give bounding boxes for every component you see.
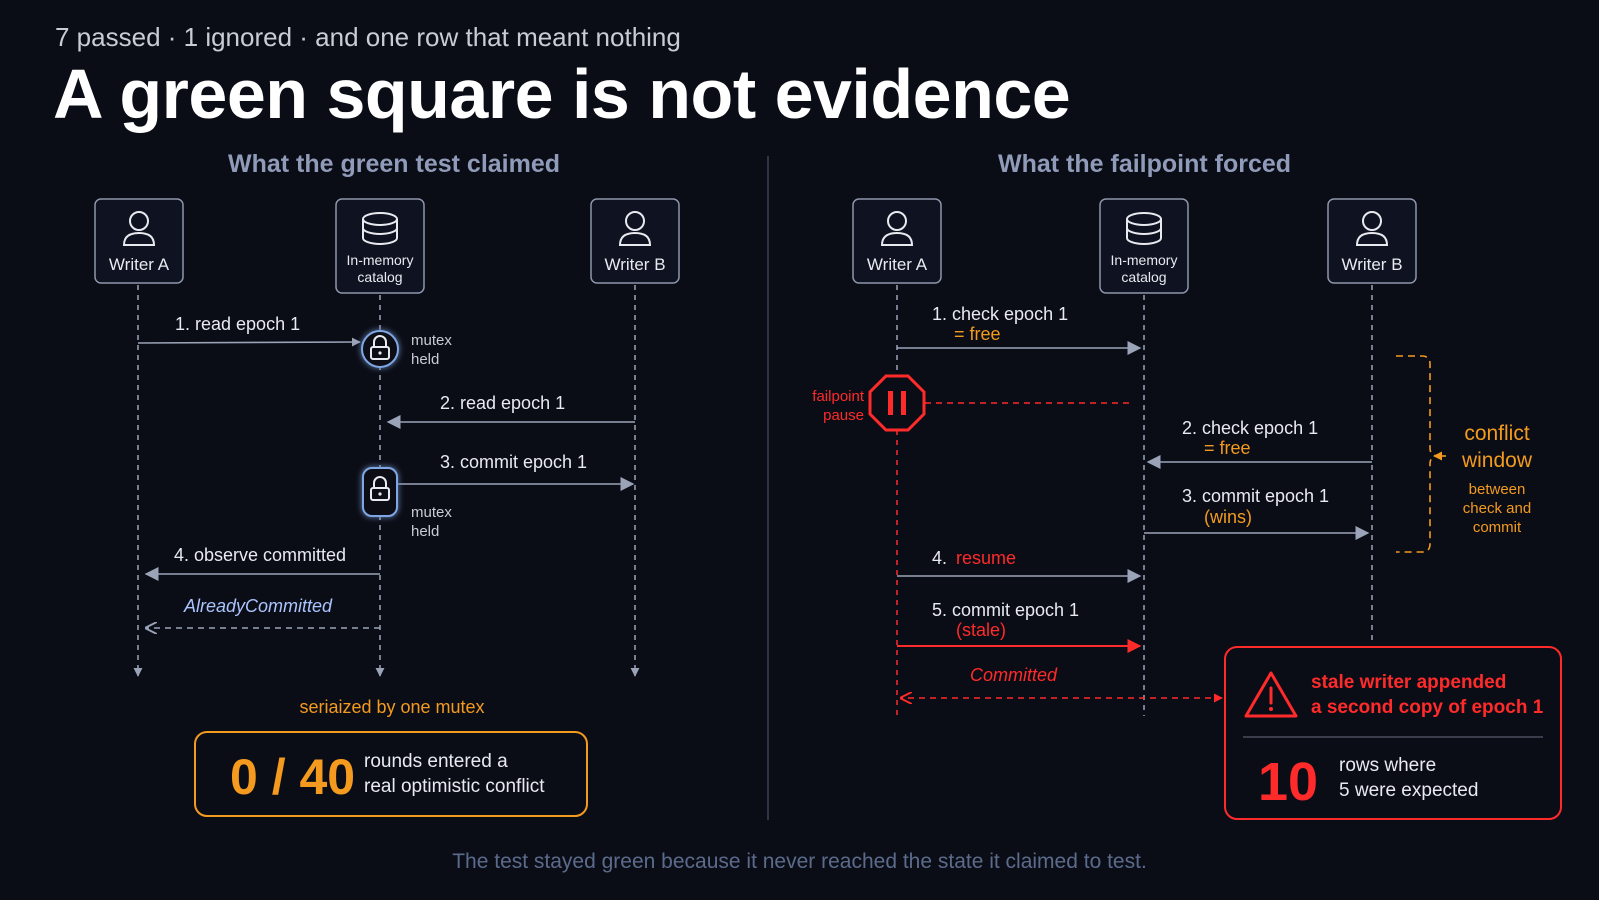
lock-icon <box>362 467 398 517</box>
mutex-label-line-1: mutex <box>411 332 452 349</box>
alert-value: 10 <box>1258 752 1318 812</box>
failpoint-label-line-1: failpoint <box>812 388 865 405</box>
message-note: (wins) <box>1204 507 1252 527</box>
message-label: resume <box>956 548 1016 568</box>
alert-headline-line-1: stale writer appended <box>1311 672 1506 693</box>
stat-box: 0 / 40 rounds entered a real optimistic … <box>194 731 588 817</box>
user-icon <box>122 211 156 246</box>
mutex-label-line-2: held <box>411 351 439 368</box>
actor-catalog: In-memory catalog <box>1099 198 1189 294</box>
actor-catalog: In-memory catalog <box>335 198 425 294</box>
conflict-title-line-2: window <box>1461 449 1533 472</box>
message-label: 3. commit epoch 1 <box>440 452 587 472</box>
database-icon <box>362 212 398 245</box>
alert-text-line-1: rows where <box>1339 755 1436 776</box>
actor-label: Writer B <box>604 255 665 274</box>
actor-writer-a: Writer A <box>94 198 184 284</box>
failpoint-label-line-2: pause <box>823 407 864 424</box>
actor-label: Writer A <box>867 255 928 274</box>
message-note: = free <box>1204 438 1251 458</box>
pause-octagon-icon <box>868 374 926 432</box>
lock-icon <box>361 330 399 368</box>
page-title: A green square is not evidence <box>53 55 1071 133</box>
actor-label: Writer A <box>109 255 170 274</box>
right-panel: Writer A In-memory catalog Writer B 1. c… <box>812 198 1562 820</box>
message-label: 4. observe committed <box>174 545 346 565</box>
user-icon <box>880 211 914 246</box>
warning-triangle-icon <box>1244 671 1298 718</box>
conflict-title-line-1: conflict <box>1464 422 1530 445</box>
actor-writer-b: Writer B <box>1327 198 1417 284</box>
conflict-note-line-2: check and <box>1463 500 1531 517</box>
actor-label: Writer B <box>1341 255 1402 274</box>
message-label: 5. commit epoch 1 <box>932 600 1079 620</box>
page-subtitle: 7 passed · 1 ignored · and one row that … <box>55 22 681 52</box>
stat-text-line-1: rounds entered a <box>364 751 508 772</box>
actor-writer-b: Writer B <box>590 198 680 284</box>
database-icon <box>1126 212 1162 245</box>
conflict-note-line-3: commit <box>1473 519 1522 536</box>
user-icon <box>1355 211 1389 246</box>
actor-label-line-1: In-memory <box>1111 252 1178 268</box>
conflict-window-bracket <box>1396 355 1439 553</box>
alert-box: stale writer appended a second copy of e… <box>1224 646 1562 820</box>
message-number: 4. <box>932 548 947 568</box>
serialized-caption: seriaized by one mutex <box>299 697 484 717</box>
alert-text-line-2: 5 were expected <box>1339 780 1478 801</box>
left-panel-title: What the green test claimed <box>228 150 561 178</box>
stat-value: 0 / 40 <box>230 749 355 805</box>
mutex-label-line-2: held <box>411 523 439 540</box>
user-icon <box>618 211 652 246</box>
left-panel: Writer A In-memory catalog Writer B 1. r… <box>94 198 680 817</box>
reply-label: AlreadyCommitted <box>183 596 333 616</box>
message-label: 1. read epoch 1 <box>175 314 300 334</box>
stat-text-line-2: real optimistic conflict <box>364 776 545 797</box>
message-label: 2. read epoch 1 <box>440 393 565 413</box>
message-label: 3. commit epoch 1 <box>1182 486 1329 506</box>
footer-caption: The test stayed green because it never r… <box>452 850 1147 873</box>
message-label: 1. check epoch 1 <box>932 304 1068 324</box>
mutex-label-line-1: mutex <box>411 504 452 521</box>
message-note: = free <box>954 324 1001 344</box>
right-panel-title: What the failpoint forced <box>998 150 1292 178</box>
actor-label-line-2: catalog <box>1121 269 1166 285</box>
message-note: (stale) <box>956 620 1006 640</box>
message-label: 2. check epoch 1 <box>1182 418 1318 438</box>
actor-label-line-2: catalog <box>357 269 402 285</box>
alert-headline-line-2: a second copy of epoch 1 <box>1311 697 1544 718</box>
message-arrow <box>137 337 361 347</box>
reply-label: Committed <box>970 665 1058 685</box>
conflict-note-line-1: between <box>1469 481 1526 498</box>
actor-writer-a: Writer A <box>852 198 942 284</box>
actor-label-line-1: In-memory <box>347 252 414 268</box>
